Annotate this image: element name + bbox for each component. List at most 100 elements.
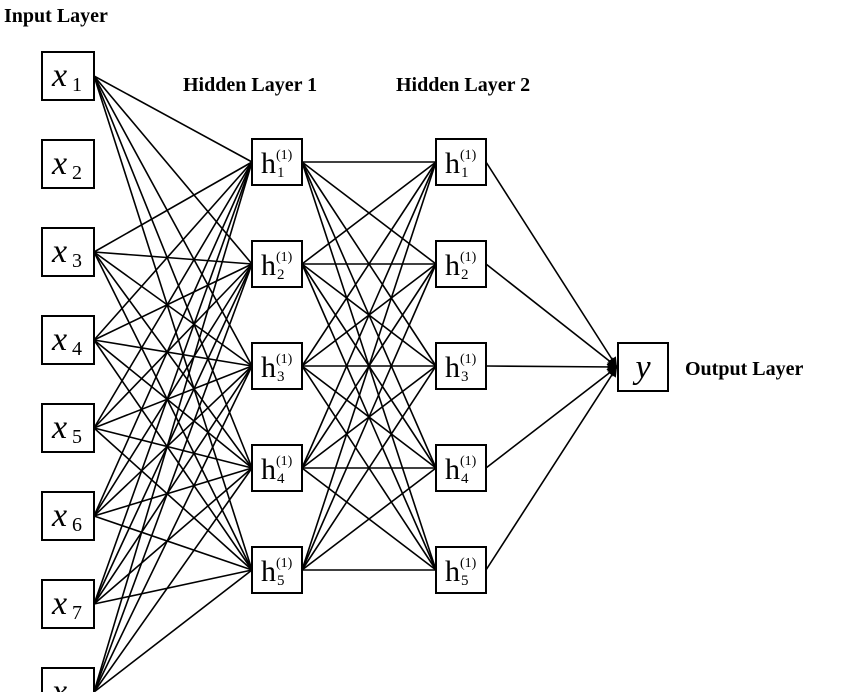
edge-h1-3-h2-1 xyxy=(301,161,437,367)
input-node-x5-symbol: x xyxy=(51,409,67,446)
edge-x6-h1-1 xyxy=(93,161,253,517)
hidden2-node-h3: h(1) 3 xyxy=(435,342,487,390)
hidden1-node-h5: h(1)5 xyxy=(251,546,303,594)
hidden1-node-h3-subscript: 3 xyxy=(277,369,285,385)
edge-h1-5-h2-3 xyxy=(301,365,437,571)
edge-x1-h1-1 xyxy=(93,75,253,163)
hidden1-node-h3: h(1) 3 xyxy=(251,342,303,390)
input-node-x7-symbol: x xyxy=(51,585,67,622)
edge-h2-5-y xyxy=(485,366,618,571)
edge-x7-h1-2 xyxy=(93,263,253,605)
hidden2-node-h2-symbol: h xyxy=(445,249,460,282)
hidden2-node-h3-subscript: 3 xyxy=(461,369,469,385)
hidden2-node-h1-superscript: (1) xyxy=(460,148,477,163)
hidden1-node-h3-box xyxy=(251,342,303,390)
edge-x8-h1-4 xyxy=(93,467,253,692)
hidden1-node-h4: h(1)4 xyxy=(251,444,303,492)
edge-x6-h1-2 xyxy=(93,263,253,517)
hidden2-node-h4-subscript: 4 xyxy=(461,471,469,487)
hidden1-node-h1-superscript: (1) xyxy=(276,148,293,163)
input-node-x3-box xyxy=(41,227,95,277)
edge-h1-4-h2-1 xyxy=(301,161,437,469)
hidden1-node-h5-subscript: 5 xyxy=(277,573,285,589)
edge-x3-h1-2 xyxy=(93,251,253,265)
input-node-x1-subscript: 1 xyxy=(72,74,82,96)
hidden2-node-h4: h(1)4 xyxy=(435,444,487,492)
hidden1-node-h4-subscript: 4 xyxy=(277,471,285,487)
hidden2-node-h2: h(1) 2 xyxy=(435,240,487,288)
output-node-y-symbol: y xyxy=(632,349,651,386)
hidden2-node-h2-superscript: (1) xyxy=(460,250,477,265)
hidden2-node-h3-superscript: (1) xyxy=(460,352,477,367)
edge-x4-h1-4 xyxy=(93,339,253,469)
hidden1-node-h3-superscript: (1) xyxy=(276,352,293,367)
output-layer-title: Output Layer xyxy=(685,358,803,380)
edge-x5-h1-1 xyxy=(93,161,253,429)
edge-h1-5-h2-1 xyxy=(301,161,437,571)
edge-x3-h1-5 xyxy=(93,251,253,571)
edge-h2-1-y xyxy=(485,161,618,368)
edge-x1-h1-5 xyxy=(93,75,253,571)
input-node-x6-subscript: 6 xyxy=(72,514,82,536)
edge-x3-h1-3 xyxy=(93,251,253,367)
hidden2-node-h5-box xyxy=(435,546,487,594)
edge-x7-h1-4 xyxy=(93,467,253,605)
input-node-x4-box xyxy=(41,315,95,365)
output-node-y: y xyxy=(617,342,669,392)
edge-x8-h1-3 xyxy=(93,365,253,692)
edge-x3-h1-4 xyxy=(93,251,253,469)
edge-x6-h1-3 xyxy=(93,365,253,517)
edge-x6-h1-4 xyxy=(93,467,253,517)
hidden1-node-h4-box xyxy=(251,444,303,492)
hidden1-node-h5-superscript: (1) xyxy=(276,556,293,571)
hidden2-node-h4-symbol: h xyxy=(445,453,460,486)
input-node-x7-box xyxy=(41,579,95,629)
hidden1-node-h2-box xyxy=(251,240,303,288)
hidden2-node-h3-box xyxy=(435,342,487,390)
hidden1-node-h2-superscript: (1) xyxy=(276,250,293,265)
layer-nodes: x1x2x3x4x5x6x7x8h(1)1h(1)2h(1)3h(1)4h(1)… xyxy=(41,51,669,692)
input-node-x4-symbol: x xyxy=(51,321,67,358)
edge-h1-5-h2-4 xyxy=(301,467,437,571)
input-node-x6-box xyxy=(41,491,95,541)
input-node-x8: x8 xyxy=(41,667,95,692)
hidden2-node-h4-box xyxy=(435,444,487,492)
edge-x1-h1-4 xyxy=(93,75,253,469)
edge-x4-h1-1 xyxy=(93,161,253,341)
hidden2-node-h2-subscript: 2 xyxy=(461,267,469,283)
hidden1-node-h2-subscript: 2 xyxy=(277,267,285,283)
edge-x7-h1-1 xyxy=(93,161,253,605)
edge-x7-h1-3 xyxy=(93,365,253,605)
input-node-x6-symbol: x xyxy=(51,497,67,534)
input-node-x4-subscript: 4 xyxy=(72,338,82,360)
hidden2-node-h1-subscript: 1 xyxy=(461,165,469,181)
edge-x8-h1-5 xyxy=(93,569,253,692)
input-node-x1-box xyxy=(41,51,95,101)
input-node-x1-symbol: x xyxy=(51,57,67,94)
edge-x7-h1-5 xyxy=(93,569,253,605)
input-node-x8-box xyxy=(41,667,95,692)
input-node-x3-symbol: x xyxy=(51,233,67,270)
hidden1-node-h3-symbol: h xyxy=(261,351,276,384)
edge-h2-3-y xyxy=(485,362,618,372)
hidden2-node-h5-superscript: (1) xyxy=(460,556,477,571)
edge-x4-h1-3 xyxy=(93,339,253,367)
input-node-x5-box xyxy=(41,403,95,453)
hidden2-node-h5-subscript: 5 xyxy=(461,573,469,589)
hidden1-node-h5-box xyxy=(251,546,303,594)
edge-x5-h1-5 xyxy=(93,427,253,571)
edge-x5-h1-3 xyxy=(93,365,253,429)
hidden1-node-h2: h(1) 2 xyxy=(251,240,303,288)
hidden2-node-h3-symbol: h xyxy=(445,351,460,384)
edge-x4-h1-2 xyxy=(93,263,253,341)
hidden2-node-h5: h(1)5 xyxy=(435,546,487,594)
input-node-x2-symbol: x xyxy=(51,145,67,182)
hidden1-node-h2-symbol: h xyxy=(261,249,276,282)
edge-x8-h1-2 xyxy=(93,263,253,692)
input-node-x3-subscript: 3 xyxy=(72,250,82,272)
